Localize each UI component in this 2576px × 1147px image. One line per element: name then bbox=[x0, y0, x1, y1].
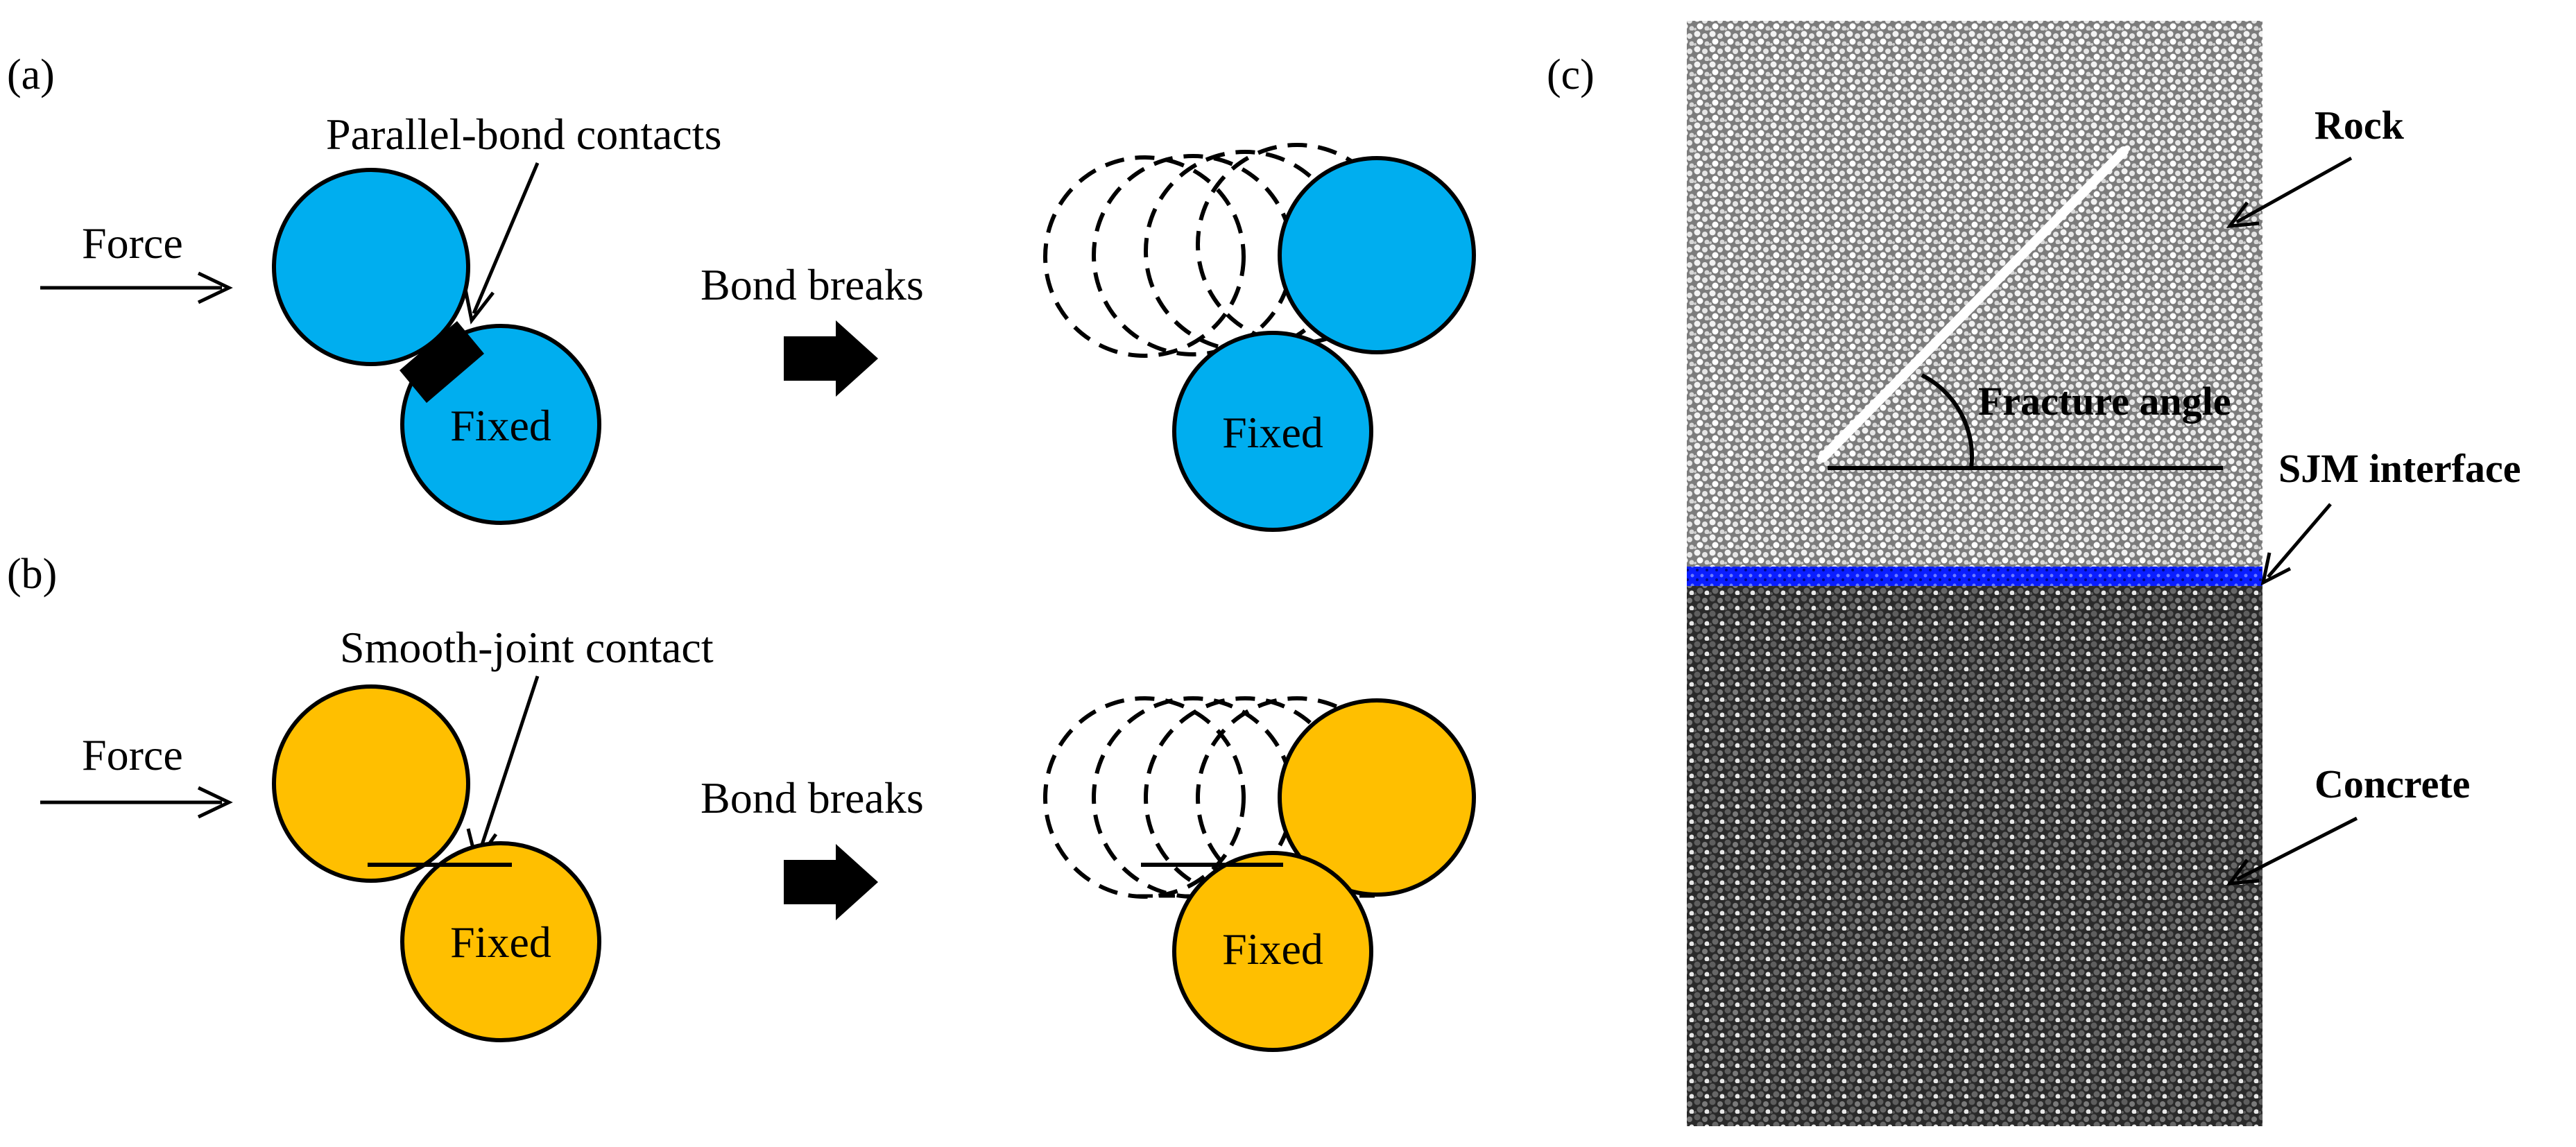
particle-fixed-b-after bbox=[1172, 851, 1373, 1052]
force-arrow-b bbox=[40, 786, 233, 819]
particle-free-b bbox=[272, 684, 470, 883]
fixed-label-a-right: Fixed bbox=[1222, 408, 1323, 457]
sjm-interface-label: SJM interface bbox=[2278, 446, 2521, 491]
sjm-interface-band bbox=[1687, 567, 2262, 586]
transition-arrow-b bbox=[784, 844, 878, 920]
rock-label: Rock bbox=[2315, 103, 2405, 148]
interface-pointer-arrow bbox=[2260, 503, 2332, 586]
fixed-label-a-left: Fixed bbox=[450, 401, 551, 450]
parallel-bond-label: Parallel-bond contacts bbox=[326, 110, 721, 159]
particle-fixed-b bbox=[400, 841, 601, 1042]
force-label-a: Force bbox=[82, 218, 183, 268]
particle-free-b-after bbox=[1278, 698, 1476, 897]
concrete-pointer-arrow bbox=[2226, 816, 2358, 886]
panel-c: (c) Fracture angle Rock SJM interface Co… bbox=[1547, 21, 2521, 1126]
smooth-joint-label: Smooth-joint contact bbox=[340, 623, 714, 672]
concrete-region bbox=[1687, 586, 2262, 1126]
particle-fixed-a-after bbox=[1172, 331, 1373, 532]
transition-arrow-a bbox=[784, 320, 878, 397]
panel-b: (b) Force Smooth-joint contact Fixed Bon… bbox=[7, 551, 1476, 1052]
particle-free-a bbox=[272, 168, 470, 366]
fracture-angle-arc bbox=[1921, 373, 1974, 469]
panel-a: (a) Force Parallel-bond contacts Fixed B… bbox=[7, 51, 1476, 532]
fracture-line bbox=[1818, 146, 2129, 463]
particle-free-a-after bbox=[1278, 156, 1476, 354]
rock-region bbox=[1687, 21, 2262, 570]
bond-breaks-label-a: Bond breaks bbox=[701, 260, 924, 309]
parallel-bond-contact bbox=[400, 321, 484, 403]
panel-c-label: (c) bbox=[1547, 51, 1595, 98]
rock-pointer-arrow bbox=[2226, 156, 2353, 229]
force-label-b: Force bbox=[82, 730, 183, 779]
fixed-label-b-left: Fixed bbox=[450, 917, 551, 967]
panel-b-label: (b) bbox=[7, 551, 57, 598]
concrete-label: Concrete bbox=[2315, 761, 2470, 807]
parallel-bond-pointer-arrow bbox=[463, 162, 540, 325]
panel-a-label: (a) bbox=[7, 51, 55, 98]
fixed-label-b-right: Fixed bbox=[1222, 924, 1323, 974]
smooth-joint-pointer-arrow bbox=[466, 675, 540, 866]
bond-breaks-label-b: Bond breaks bbox=[701, 773, 924, 822]
force-arrow-a bbox=[40, 271, 233, 304]
fracture-angle-label: Fracture angle bbox=[1978, 379, 2231, 424]
